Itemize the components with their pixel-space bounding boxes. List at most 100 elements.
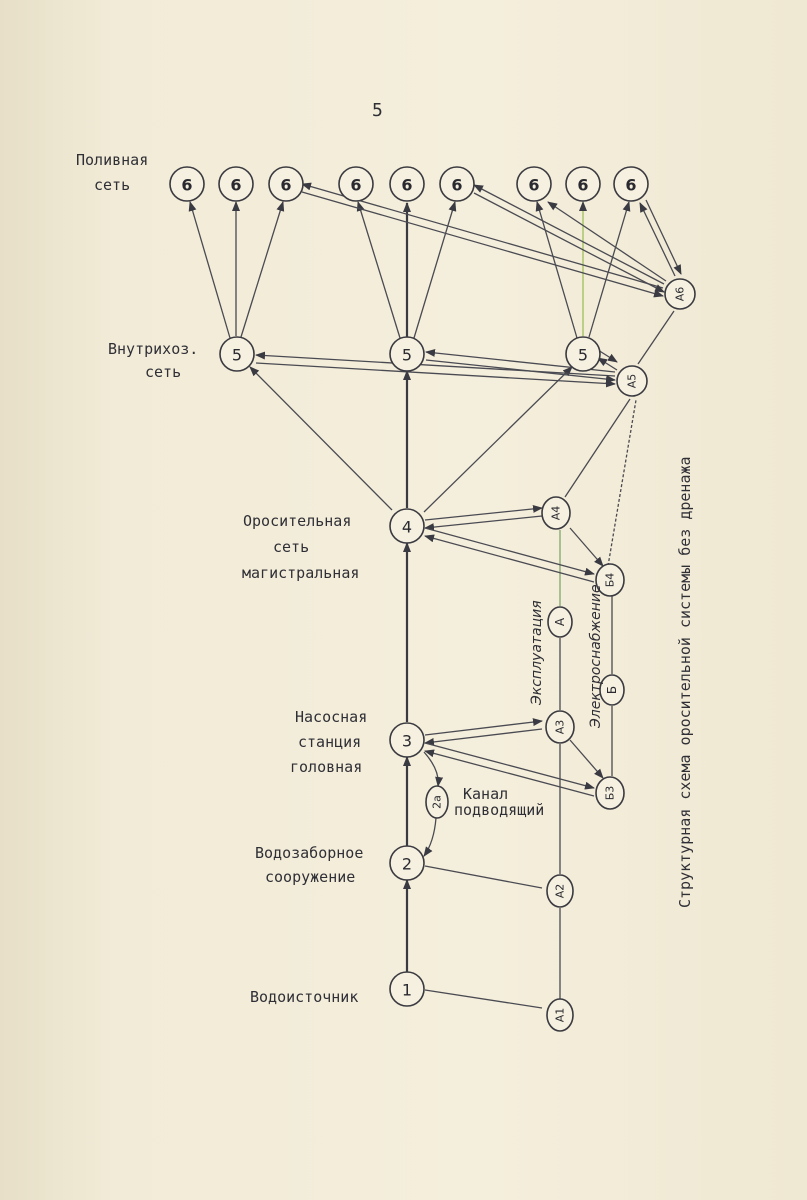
- node-A6: А6: [664, 278, 696, 310]
- svg-text:А: А: [553, 617, 567, 626]
- node-6-2: 6: [218, 166, 254, 202]
- svg-text:6: 6: [577, 176, 588, 195]
- edge-3-A3-a: [424, 718, 543, 736]
- edge-5c-6-9: [588, 201, 631, 338]
- label-nasosnaya-line3: головная: [290, 758, 362, 776]
- edge-A5-5c-a: [597, 357, 618, 371]
- node-A1: А1: [546, 998, 574, 1032]
- label-vodozabornoe-line1: Водозаборное: [255, 844, 363, 862]
- edge-4-A4-b: [424, 515, 543, 532]
- node-A2: А2: [546, 874, 574, 908]
- edge-2-A2: [424, 865, 543, 889]
- edge-3-A3-b: [424, 728, 543, 746]
- node-B4: Б4: [595, 563, 625, 597]
- node-6-6: 6: [439, 166, 475, 202]
- node-A: А: [547, 606, 573, 638]
- node-6-9: 6: [613, 166, 649, 202]
- node-6-5: 6: [389, 166, 425, 202]
- label-vnutrikhoz-line1: Внутрихоз.: [108, 340, 198, 358]
- node-2a: 2а: [425, 785, 449, 819]
- edge-A6-6-7: [547, 201, 667, 282]
- node-A5: А5: [616, 365, 648, 397]
- edge-A6-6-3-b: [301, 191, 664, 298]
- label-orositelnaya-line3: магистральная: [242, 564, 359, 582]
- edge-3-2a: [423, 751, 444, 787]
- label-elektrosnabzhenie: Электроснабжение: [588, 584, 604, 729]
- node-2: 2: [389, 845, 425, 881]
- edge-4-5c: [423, 366, 573, 513]
- svg-text:3: 3: [402, 732, 412, 751]
- edge-A6-6-3-a: [301, 182, 664, 289]
- edge-A6-6-6-a: [473, 184, 665, 285]
- node-6-4: 6: [338, 166, 374, 202]
- node-1: 1: [389, 971, 425, 1007]
- node-B: Б: [599, 674, 625, 706]
- svg-text:А2: А2: [554, 884, 567, 899]
- label-orositelnaya-line2: сеть: [273, 538, 309, 556]
- node-6-8: 6: [565, 166, 601, 202]
- svg-text:2а: 2а: [431, 795, 444, 809]
- nodes: 1 2 2а 3 4 5 5 5 6 6 6 6 6 6 6 6 6 А1 А2…: [169, 166, 696, 1032]
- edge-5b-6-6: [413, 201, 457, 339]
- svg-text:Б4: Б4: [604, 573, 617, 588]
- edge-A6-6-9-b: [645, 199, 682, 275]
- label-nasosnaya-line1: Насосная: [295, 708, 367, 726]
- edge-A5-A6: [637, 310, 675, 365]
- node-A3: А3: [545, 710, 575, 744]
- svg-text:А1: А1: [554, 1008, 567, 1023]
- edge-5c-6-7: [535, 201, 578, 339]
- labels: Поливная сеть Внутрихоз. сеть Оросительн…: [76, 151, 694, 1006]
- node-6-7: 6: [516, 166, 552, 202]
- edge-A5-5a-a: [255, 351, 616, 377]
- svg-text:Б: Б: [605, 686, 619, 694]
- label-orositelnaya-line1: Оросительная: [243, 512, 351, 530]
- svg-text:Б3: Б3: [604, 786, 617, 801]
- edge-A5-5c-b: [597, 349, 618, 363]
- label-kanal-line2: подводящий: [454, 801, 544, 819]
- node-6-1: 6: [169, 166, 205, 202]
- edge-A3-B3: [569, 739, 604, 779]
- svg-text:А5: А5: [626, 374, 639, 389]
- svg-text:А3: А3: [554, 720, 567, 735]
- svg-text:1: 1: [402, 981, 412, 1000]
- edge-1-A1: [424, 989, 543, 1009]
- svg-text:4: 4: [402, 518, 412, 537]
- edge-A5-5b-b: [425, 359, 616, 384]
- label-kanal-line1: Канал: [463, 785, 508, 803]
- edge-4-5a: [249, 366, 393, 511]
- svg-text:6: 6: [350, 176, 361, 195]
- svg-text:6: 6: [280, 176, 291, 195]
- svg-text:6: 6: [230, 176, 241, 195]
- edge-3-B3-a: [424, 742, 595, 790]
- edge-A4-A5: [564, 398, 631, 498]
- edge-4-B4-b: [424, 534, 595, 583]
- svg-text:6: 6: [401, 176, 412, 195]
- svg-text:6: 6: [451, 176, 462, 195]
- svg-text:А6: А6: [674, 287, 687, 302]
- edges: [188, 182, 682, 1009]
- edge-2a-2: [423, 817, 437, 857]
- label-vnutrikhoz-line2: сеть: [145, 363, 181, 381]
- label-polivnaya-line1: Поливная: [76, 151, 148, 169]
- node-5a: 5: [219, 336, 255, 372]
- svg-text:5: 5: [232, 346, 242, 365]
- svg-text:2: 2: [402, 855, 412, 874]
- edge-A6-6-6-b: [473, 192, 665, 293]
- figure-caption: Структурная схема оросительной системы б…: [676, 456, 694, 908]
- node-4: 4: [389, 508, 425, 544]
- label-polivnaya-line2: сеть: [94, 176, 130, 194]
- edge-5a-6-3: [240, 201, 285, 338]
- edge-A4-B4: [569, 527, 604, 567]
- node-5b: 5: [389, 336, 425, 372]
- label-vodozabornoe-line2: сооружение: [265, 868, 355, 886]
- svg-text:6: 6: [181, 176, 192, 195]
- svg-text:5: 5: [402, 346, 412, 365]
- svg-text:6: 6: [528, 176, 539, 195]
- edge-A5-5a-b: [255, 362, 616, 388]
- node-B3: Б3: [595, 776, 625, 810]
- edge-A6-6-9-a: [639, 202, 676, 277]
- edge-5a-6-1: [188, 201, 231, 339]
- edge-4-A4-a: [424, 504, 543, 521]
- node-A4: А4: [541, 496, 571, 530]
